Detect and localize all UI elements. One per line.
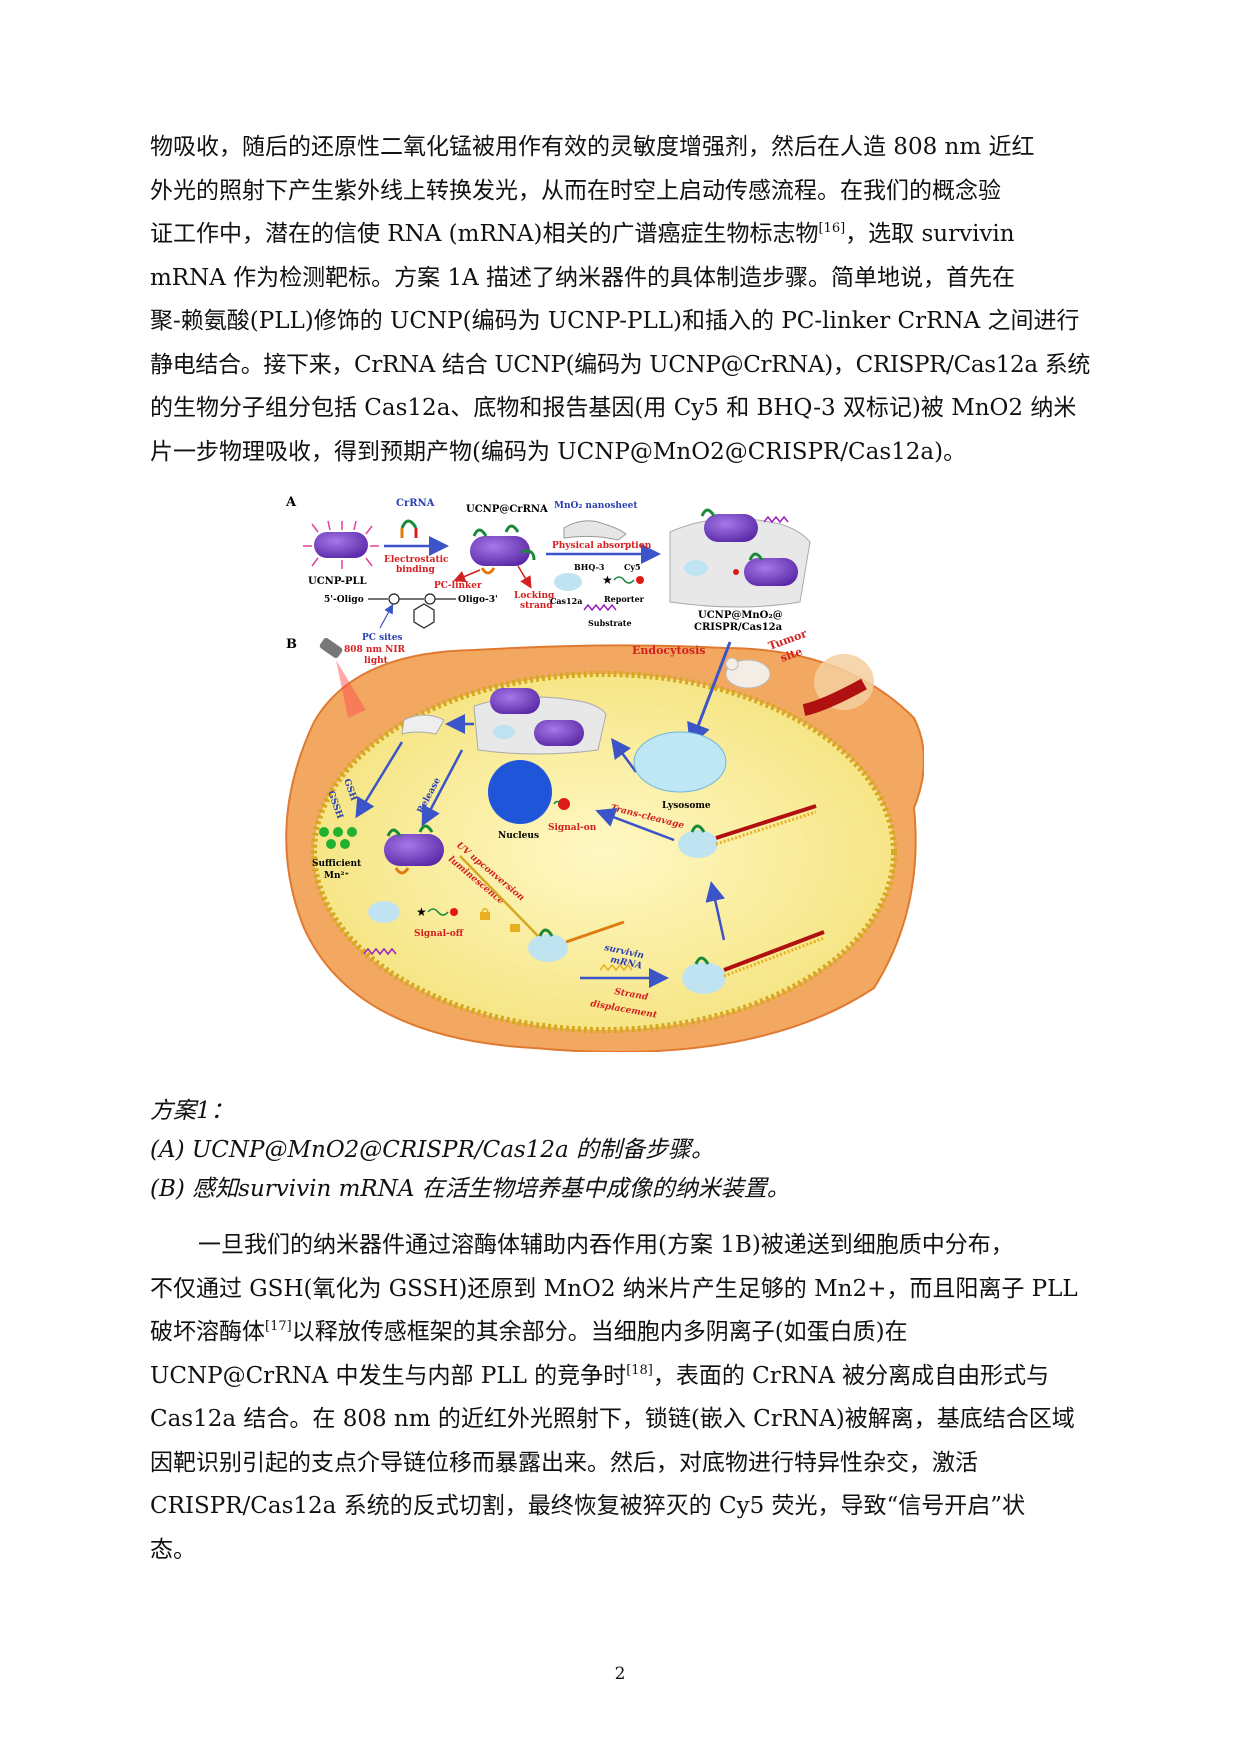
caption-a: (A) UCNP@MnO2@CRISPR/Cas12a 的制备步骤。 <box>150 1137 715 1163</box>
mno2-sheet-icon <box>563 520 627 541</box>
text-line: mRNA 作为检测靶标。方案 1A 描述了纳米器件的具体制造步骤。简单地说，首先… <box>150 264 1016 291</box>
gsh-arrow <box>355 741 404 819</box>
signal-on-label: Signal-on <box>548 823 597 833</box>
endocytosis-label: Endocytosis <box>632 644 705 657</box>
mn-label: Mn²⁺ <box>324 871 349 881</box>
signal-off-label: Signal-off <box>414 929 464 939</box>
sufficient-label: Sufficient <box>312 859 362 869</box>
lysosome-organelle <box>633 731 727 793</box>
mrna-strand-icon <box>599 963 633 972</box>
cas12a-label: Cas12a <box>550 596 582 606</box>
mouse-tumor-icon <box>725 654 874 716</box>
nucleus-organelle <box>488 760 552 824</box>
text-line: Cas12a 结合。在 808 nm 的近红外光照射下，锁链(嵌入 CrRNA)… <box>150 1406 1075 1432</box>
from-lysosome-arrow <box>611 737 638 773</box>
crrna-hairpin-icon <box>400 519 418 538</box>
strand-up-arrow <box>705 881 726 941</box>
caption-title: 方案1： <box>150 1098 234 1124</box>
strand-label: strand <box>520 601 553 611</box>
text-line: 的生物分子组分包括 Cas12a、底物和报告基因(用 Cy5 和 BHQ-3 双… <box>150 395 1077 421</box>
cas12a-crrna-complex <box>528 920 625 962</box>
pc-sites-pointer <box>379 603 394 629</box>
lock-icon <box>480 907 520 932</box>
text-line: 不仅通过 GSH(氧化为 GSSH)还原到 MnO2 纳米片产生足够的 Mn2+… <box>150 1275 1078 1302</box>
text-line: UCNP@CrRNA 中发生与内部 PLL 的竞争时[18]，表面的 CrRNA… <box>150 1362 1050 1389</box>
activated-cas12a-complex <box>678 804 817 858</box>
trans-cleavage-arrow <box>595 807 675 842</box>
oligo5-label: 5'-Oligo <box>324 595 364 605</box>
citation-ref: [18] <box>626 1362 653 1378</box>
locking-label: Locking <box>514 591 555 601</box>
text-line: 破坏溶酶体[17]以释放传感框架的其余部分。当细胞内多阴离子(如蛋白质)在 <box>150 1319 908 1345</box>
citation-ref: [16] <box>818 221 846 236</box>
page-number: 2 <box>614 1664 626 1684</box>
released-nanodevice <box>473 688 607 755</box>
physical-absorption-label: Physical absorption <box>552 541 652 551</box>
pc-linker-structure <box>368 593 456 629</box>
paragraph-1: 物吸收，随后的还原性二氧化锰被用作有效的灵敏度增强剂，然后在人造 808 nm … <box>150 126 1090 474</box>
substrate-cell-icon <box>363 947 397 956</box>
text-line: 态。 <box>150 1536 196 1563</box>
substrate-label: Substrate <box>588 618 632 628</box>
product-label-2: CRISPR/Cas12a <box>694 622 783 633</box>
product-label-1: UCNP@MnO₂@ <box>698 610 783 621</box>
substrate-icon <box>583 603 617 612</box>
panel-a-label: A <box>285 495 297 510</box>
scheme-figure: A UCNP-PLL CrRNA Electrostatic binding U… <box>285 495 924 1052</box>
text-line: 片一步物理吸收，得到预期产物(编码为 UCNP@MnO2@CRISPR/Cas1… <box>150 438 967 465</box>
mno2-sheet-cell-icon <box>401 714 445 735</box>
text-line: 聚-赖氨酸(PLL)修饰的 UCNP(编码为 UCNP-PLL)和插入的 PC-… <box>150 308 1080 334</box>
signal-on-icon <box>553 798 570 810</box>
pc-sites-label: PC sites <box>362 633 403 643</box>
caption-b: (B) 感知survivin mRNA 在活生物培养基中成像的纳米装置。 <box>150 1176 790 1202</box>
nir-light-source-icon <box>319 637 366 718</box>
free-ucnp-crrna <box>384 824 444 875</box>
svg-text:★: ★ <box>416 905 427 919</box>
ucnp-pll-particle <box>303 520 379 569</box>
pc-linker-pointer <box>453 569 481 583</box>
text-line: 静电结合。接下来，CrRNA 结合 UCNP(编码为 UCNP@CrRNA)，C… <box>150 351 1091 378</box>
signal-off-icon: ★ <box>416 905 458 919</box>
electrostatic-label: Electrostatic <box>384 555 449 565</box>
target-bound-complex <box>682 930 825 994</box>
paragraph-2: 一旦我们的纳米器件通过溶酶体辅助内吞作用(方案 1B)被递送到细胞质中分布， 不仅… <box>150 1224 1090 1572</box>
product-nanodevice <box>669 508 811 608</box>
text-line: 物吸收，随后的还原性二氧化锰被用作有效的灵敏度增强剂，然后在人造 808 nm … <box>150 134 1035 160</box>
ucnp-crrna-label: UCNP@CrRNA <box>466 504 548 515</box>
endocytosis-arrow <box>687 641 732 748</box>
bhq3-label: BHQ-3 <box>574 562 605 572</box>
mn-ion-icon <box>319 827 357 849</box>
svg-text:★: ★ <box>602 573 613 587</box>
nir-label-1: 808 nm NIR <box>344 645 406 655</box>
text-line: 一旦我们的纳米器件通过溶酶体辅助内吞作用(方案 1B)被递送到细胞质中分布， <box>198 1232 1014 1258</box>
nucleus-label: Nucleus <box>498 831 539 841</box>
crrna-label: CrRNA <box>396 498 435 509</box>
cy5-label: Cy5 <box>624 562 641 572</box>
locking-pointer <box>517 565 532 589</box>
uv-arrow <box>459 855 541 939</box>
lysosome-label: Lysosome <box>662 801 711 811</box>
reporter-label: Reporter <box>604 594 645 604</box>
text-line: 因靶识别引起的支点介导链位移而暴露出来。然后，对底物进行特异性杂交，激活 <box>150 1449 978 1476</box>
text-line: 证工作中，潜在的信使 RNA (mRNA)相关的广谱癌症生物标志物[16]，选取… <box>150 221 1015 247</box>
citation-ref: [17] <box>265 1319 292 1334</box>
text-line: 外光的照射下产生紫外线上转换发光，从而在时空上启动传感流程。在我们的概念验 <box>150 177 1001 204</box>
binding-label: binding <box>396 565 436 575</box>
panel-b-label: B <box>286 637 297 652</box>
reporter-icon: ★ <box>602 573 644 587</box>
oligo3-label: Oligo-3' <box>458 595 498 605</box>
mno2-label: MnO₂ nanosheet <box>554 501 638 511</box>
pc-linker-label: PC-linker <box>434 581 482 591</box>
nir-label-2: light <box>364 656 389 666</box>
text-line: CRISPR/Cas12a 系统的反式切割，最终恢复被猝灭的 Cy5 荧光，导致… <box>150 1493 1026 1519</box>
cell-body <box>311 671 897 1033</box>
cas12a-protein-icon <box>554 573 582 591</box>
release-arrow <box>421 749 464 827</box>
cas12a-cell-icon <box>368 901 400 923</box>
ucnp-crrna-particle <box>470 524 536 575</box>
ucnp-pll-label: UCNP-PLL <box>308 576 367 587</box>
